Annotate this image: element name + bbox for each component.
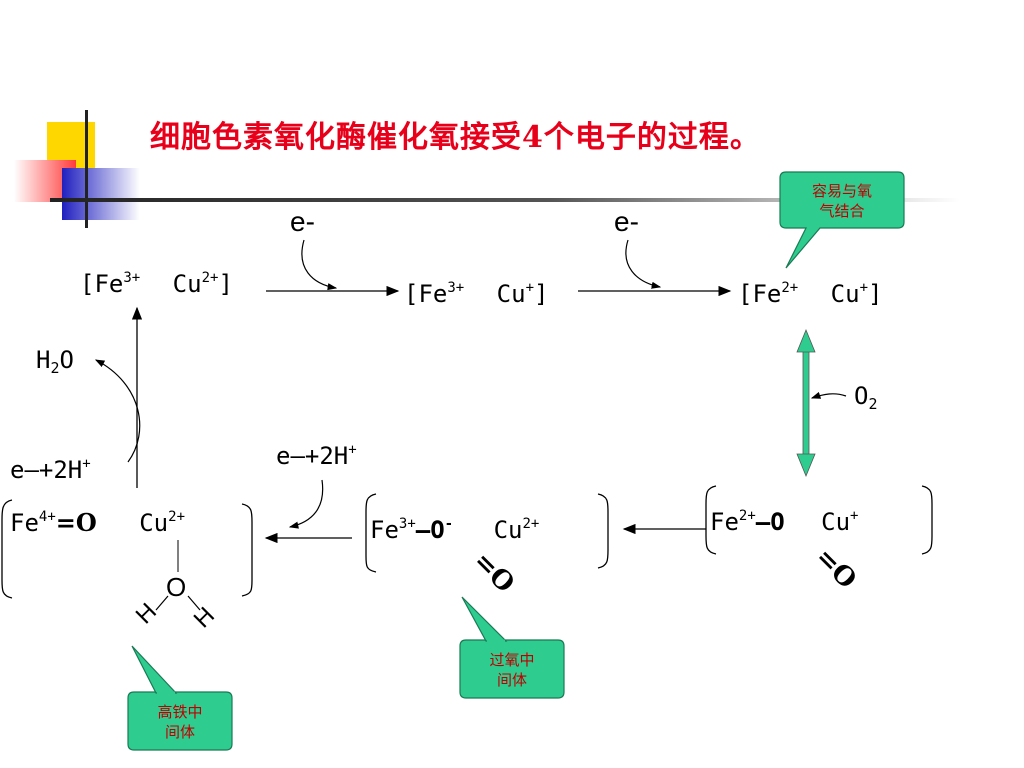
proton-curve-bottom (288, 479, 324, 529)
page-title: 细胞色素氧化酶催化氧接受4个电子的过程。 (150, 120, 761, 155)
callout-ferryl-shape (127, 645, 233, 751)
electron-proton-label-bottom: e—+2H+ (276, 442, 357, 470)
o2-curve (810, 391, 847, 399)
deco-horizontal-line (50, 198, 960, 202)
electron-curve-1 (301, 239, 338, 291)
water-label: H2O (36, 346, 74, 377)
equilibrium-arrow (796, 328, 816, 478)
o-h-right-bond (187, 595, 201, 611)
species-top-left: [Fe3+ Cu2+] (80, 270, 233, 298)
electron-curve-2 (625, 239, 662, 289)
species-bottom-left: Fe4+=O Cu2+ (10, 508, 185, 537)
o2-label: O2 (854, 382, 878, 413)
electron-label-1: e- (290, 206, 315, 237)
callout-peroxy-shape (459, 596, 565, 699)
species-top-middle: [Fe3+ Cu+] (404, 280, 549, 308)
brackets-bottom-middle (365, 493, 609, 573)
brackets-bottom-left (1, 499, 253, 599)
electron-label-2: e- (614, 206, 639, 237)
species-bottom-middle: Fe3+—O- Cu2+ (370, 516, 540, 544)
electron-proton-label-left: e—+2H+ (10, 456, 91, 484)
species-bottom-right: Fe2+—O Cu+ (710, 508, 859, 536)
water-curve (94, 359, 141, 463)
o-h-left-bond (155, 595, 169, 611)
water-oxygen: O (166, 572, 187, 602)
callout-oxygen-binding: 容易与氧 气结合 (811, 182, 872, 220)
deco-vertical-line (85, 110, 88, 228)
callout-ferryl: 高铁中 间体 (157, 703, 203, 741)
brackets-bottom-right (705, 485, 933, 555)
deco-blue-square (62, 168, 140, 220)
species-top-right: [Fe2+ Cu+] (738, 280, 883, 308)
callout-peroxy: 过氧中 间体 (489, 651, 535, 689)
callout-oxygen-binding-shape (779, 171, 905, 269)
